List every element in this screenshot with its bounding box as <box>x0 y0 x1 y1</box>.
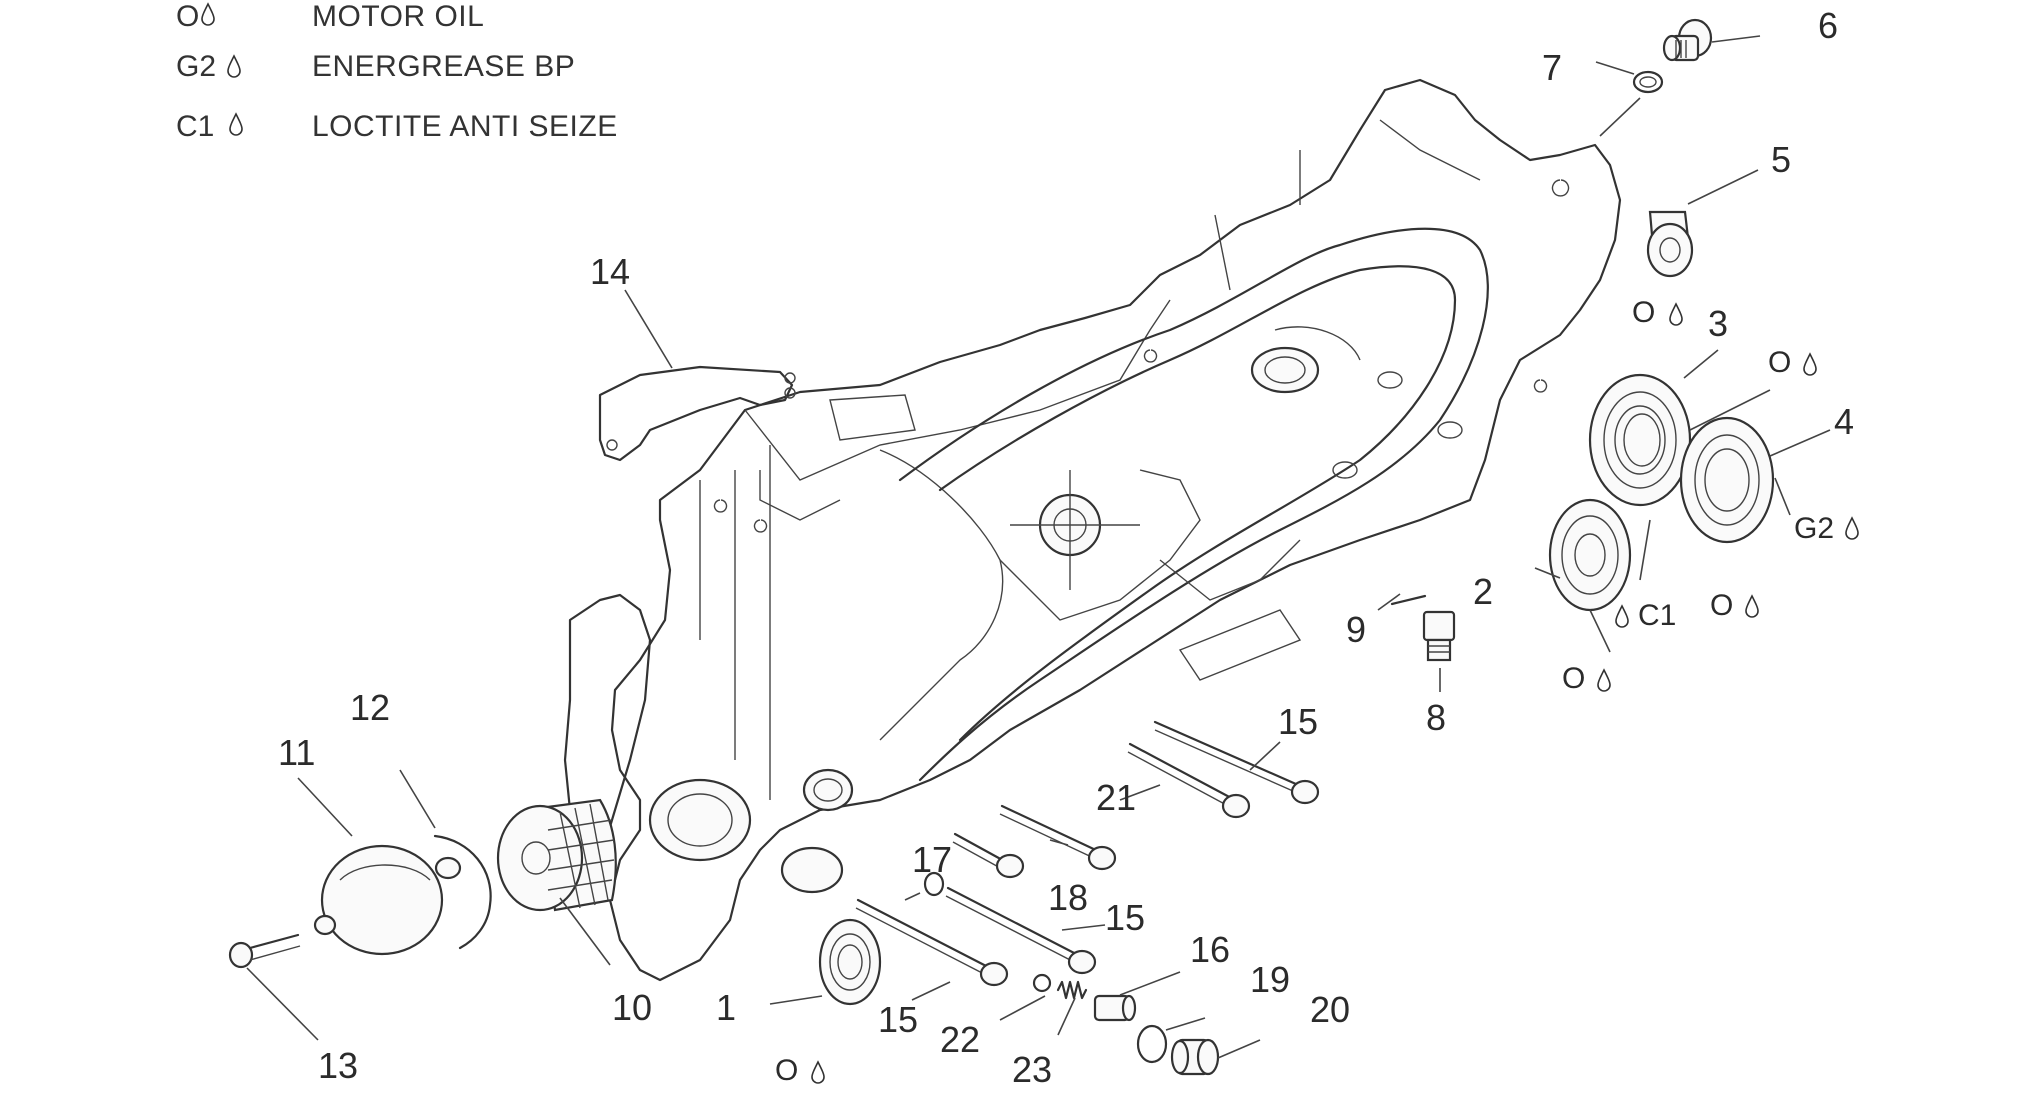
lube-oil-2: O <box>1562 662 1585 695</box>
lube-oil-3: O <box>1768 346 1791 379</box>
callout-1: 1 <box>716 987 736 1028</box>
gasket-left <box>563 593 652 882</box>
drop-icon <box>1803 353 1817 376</box>
part-2-bearing <box>1548 498 1632 612</box>
drop-icon <box>226 54 242 78</box>
drop-icon <box>200 2 216 26</box>
part-22-ball <box>1032 973 1052 993</box>
callout-19: 19 <box>1250 959 1290 1000</box>
callout-16: 16 <box>1190 929 1230 970</box>
legend-code-oil: O <box>176 0 200 33</box>
callout-23: 23 <box>1012 1049 1052 1090</box>
lube-oil-5: O <box>1632 296 1655 329</box>
lube-oil-4: O <box>1710 589 1733 622</box>
part-10-filter <box>496 798 617 912</box>
part-16-valve <box>1093 994 1137 1022</box>
legend-code-grease: G2 <box>176 50 217 83</box>
crankcase-half <box>608 78 1622 982</box>
callout-7: 7 <box>1542 47 1562 88</box>
legend-code-loctite: C1 <box>176 110 215 143</box>
drop-icon <box>1845 517 1859 540</box>
drop-icon <box>1615 605 1629 628</box>
drop-icon <box>1745 595 1759 618</box>
part-6-plug <box>1662 18 1713 62</box>
bolt-15-middle <box>945 886 1097 975</box>
lube-oil-1: O <box>775 1054 798 1087</box>
legend-label-oil: MOTOR OIL <box>312 0 485 33</box>
callout-15-lower: 15 <box>878 999 918 1040</box>
bolt-18 <box>952 832 1025 879</box>
callout-12: 12 <box>350 687 390 728</box>
callout-18: 18 <box>1048 877 1088 918</box>
part-8-plug <box>1422 610 1456 662</box>
callout-8: 8 <box>1426 697 1446 738</box>
callout-22: 22 <box>940 1019 980 1060</box>
part-17-washer <box>923 871 945 897</box>
callouts: 6 7 5 3 4 2 9 8 15 21 17 18 15 16 19 20 … <box>278 5 1854 1090</box>
callout-10: 10 <box>612 987 652 1028</box>
part-13-screw <box>228 933 301 969</box>
callout-15-upper: 15 <box>1278 701 1318 742</box>
bolt-15-upper <box>1153 720 1320 805</box>
leader-lines <box>246 35 1831 1059</box>
part-20-plug <box>1170 1038 1220 1076</box>
callout-13: 13 <box>318 1045 358 1086</box>
callout-17: 17 <box>912 839 952 880</box>
part-11-cover <box>313 844 462 956</box>
callout-20: 20 <box>1310 989 1350 1030</box>
part-3-bearing <box>1588 373 1692 507</box>
legend-label-grease: ENERGREASE BP <box>312 50 576 83</box>
part-12-o-ring <box>433 834 492 950</box>
lube-loctite-3: C1 <box>1638 599 1676 632</box>
lube-marks: O O G2 O C1 O O <box>775 296 1859 1087</box>
part-23-spring <box>1056 980 1088 1000</box>
bolt-21 <box>1127 742 1251 819</box>
legend-label-loctite: LOCTITE ANTI SEIZE <box>312 110 618 143</box>
part-9-pin <box>1390 594 1427 606</box>
callout-9: 9 <box>1346 609 1366 650</box>
bolt-15-lower <box>855 898 1009 987</box>
gasket-14 <box>598 365 796 462</box>
part-19-washer <box>1136 1024 1168 1064</box>
callout-4: 4 <box>1834 401 1854 442</box>
part-1-seal <box>818 918 882 1006</box>
bolt-18-short <box>999 804 1117 871</box>
lube-grease-4: G2 <box>1794 512 1834 545</box>
drop-icon <box>228 112 244 136</box>
callout-21: 21 <box>1096 777 1136 818</box>
callout-11: 11 <box>278 732 315 773</box>
callout-3: 3 <box>1708 303 1728 344</box>
callout-5: 5 <box>1771 139 1791 180</box>
callout-2: 2 <box>1473 571 1493 612</box>
drop-icon <box>1669 303 1683 326</box>
callout-15-middle: 15 <box>1105 897 1145 938</box>
part-5-bushing <box>1646 210 1694 278</box>
drop-icon <box>811 1061 825 1084</box>
callout-6: 6 <box>1818 5 1838 46</box>
part-7-washer <box>1632 70 1664 94</box>
callout-14: 14 <box>590 251 630 292</box>
part-4-seal <box>1679 416 1775 544</box>
drop-icon <box>1597 669 1611 692</box>
